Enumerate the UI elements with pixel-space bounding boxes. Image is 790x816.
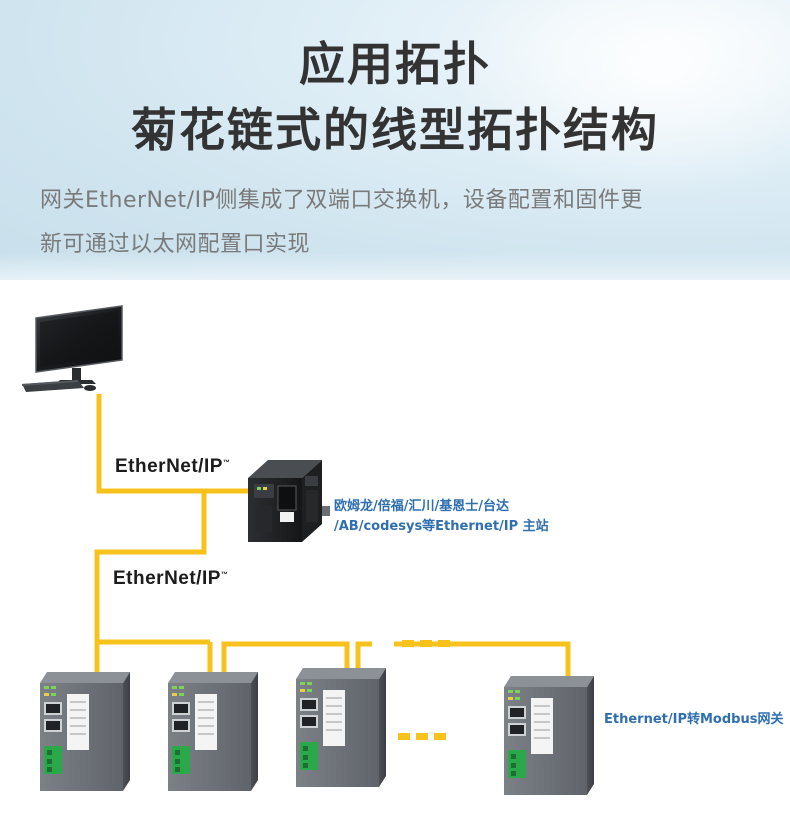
- plc-master-icon: [248, 460, 330, 542]
- description-line-2: 新可通过以太网配置口实现: [40, 232, 311, 257]
- master-label-line-2: /AB/codesys等Ethernet/IP 主站: [334, 519, 549, 534]
- cable-plc-to-bus: [94, 491, 207, 642]
- cable-gw3-to-next: [355, 641, 372, 672]
- trademark-mark: ™: [222, 459, 231, 467]
- computer-icon: [22, 305, 123, 392]
- cable-pc-to-plc: [96, 394, 248, 494]
- header-banner: 应用拓扑 菊花链式的线型拓扑结构 网关EtherNet/IP侧集成了双端口交换机…: [0, 0, 790, 280]
- gateway-device-1: [40, 672, 130, 791]
- ethernet-ip-logo-lower: EtherNet/IP™: [113, 568, 228, 590]
- cable-gw2-to-gw3: [221, 641, 350, 675]
- gateway-device-2: [168, 672, 258, 791]
- gateway-label: Ethernet/IP转Modbus网关: [604, 712, 784, 727]
- page-subtitle: 菊花链式的线型拓扑结构: [131, 103, 659, 157]
- topology-diagram: EtherNet/IP™ EtherNet/IP™ 欧姆龙/倍福/汇川/基恩士/…: [0, 280, 790, 816]
- cable-to-last-gateway: [458, 641, 571, 679]
- gateway-device-3: [296, 668, 386, 787]
- continuation-dots-upper: [402, 640, 450, 647]
- master-label-line-1: 欧姆龙/倍福/汇川/基恩士/台达: [334, 499, 509, 514]
- ethernet-ip-logo-upper: EtherNet/IP™: [115, 456, 230, 478]
- page-title: 应用拓扑: [299, 37, 491, 91]
- continuation-dots-lower: [398, 733, 446, 740]
- gateway-device-last: [504, 676, 594, 795]
- ethernet-cables: [94, 394, 571, 679]
- ethernet-ip-logo-lower-text: EtherNet/IP: [113, 568, 221, 589]
- topology-svg: [22, 305, 594, 795]
- trademark-mark: ™: [220, 571, 229, 579]
- description-line-1: 网关EtherNet/IP侧集成了双端口交换机，设备配置和固件更: [40, 188, 643, 213]
- ethernet-ip-logo-upper-text: EtherNet/IP: [115, 456, 223, 477]
